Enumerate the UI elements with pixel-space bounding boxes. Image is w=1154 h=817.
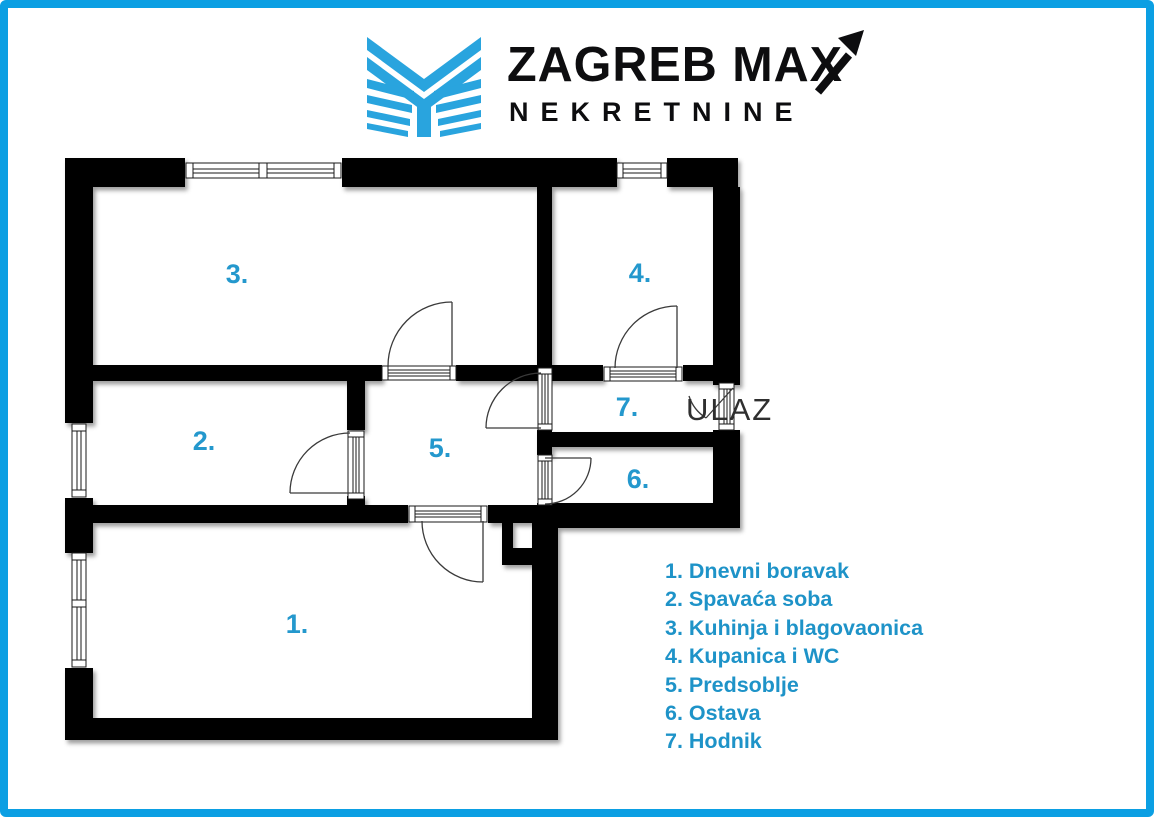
legend-item-3: 3. Kuhinja i blagovaonica bbox=[665, 615, 924, 640]
room-label-6: 6. bbox=[627, 464, 650, 494]
walls bbox=[65, 158, 740, 740]
entrance-label: ULAZ bbox=[686, 392, 773, 427]
room-legend: 1. Dnevni boravak 2. Spavaća soba 3. Kuh… bbox=[665, 557, 923, 756]
room-label-4: 4. bbox=[629, 258, 652, 288]
logo-m-icon bbox=[367, 37, 481, 137]
legend-item-6: 6. Ostava bbox=[665, 701, 761, 726]
room-label-5: 5. bbox=[429, 433, 452, 463]
room-label-7: 7. bbox=[616, 392, 639, 422]
legend-item-2: 2. Spavaća soba bbox=[665, 587, 833, 612]
brand-title: ZAGREB MAX bbox=[507, 38, 843, 92]
legend-item-4: 4. Kupanica i WC bbox=[665, 644, 840, 669]
growth-arrow-icon bbox=[814, 30, 864, 95]
windows bbox=[71, 162, 668, 668]
legend-item-1: 1. Dnevni boravak bbox=[665, 559, 850, 583]
brand-subtitle: NEKRETNINE bbox=[509, 97, 805, 127]
room-label-2: 2. bbox=[193, 426, 216, 456]
legend-item-5: 5. Predsoblje bbox=[665, 672, 799, 697]
room-label-3: 3. bbox=[226, 259, 249, 289]
room-label-1: 1. bbox=[286, 609, 309, 639]
legend-item-7: 7. Hodnik bbox=[665, 729, 762, 754]
door-swings bbox=[289, 301, 734, 583]
